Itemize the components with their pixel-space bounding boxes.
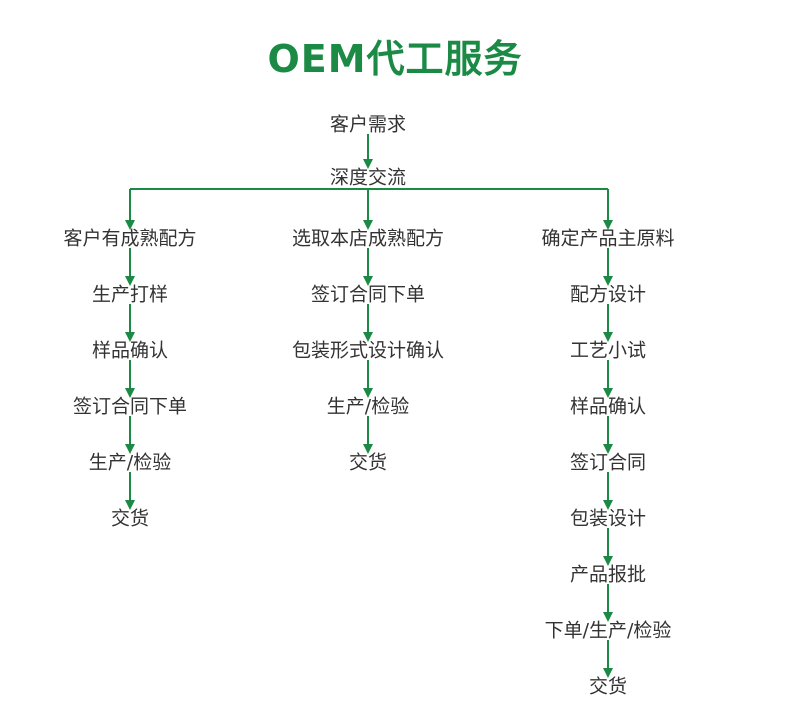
branch-1-step-4: 签订合同下单 [72, 395, 188, 418]
branch-3-step-3: 工艺小试 [569, 339, 647, 362]
branch-3-step-4: 样品确认 [569, 395, 647, 418]
branch-3-step-5: 签订合同 [569, 451, 647, 474]
branch-1-step-6: 交货 [110, 507, 150, 530]
branch-3-step-2: 配方设计 [569, 283, 647, 306]
branch-2-step-1: 选取本店成熟配方 [291, 227, 445, 250]
root-step-1: 客户需求 [329, 113, 407, 136]
branch-2-step-3: 包装形式设计确认 [291, 339, 445, 362]
branch-1-step-1: 客户有成熟配方 [63, 227, 197, 250]
page-title: OEM代工服务 [267, 37, 523, 81]
branch-1-step-5: 生产/检验 [88, 451, 172, 474]
branch-1-step-3: 样品确认 [91, 339, 169, 362]
branch-3-step-9: 交货 [588, 675, 628, 698]
branch-3-step-7: 产品报批 [569, 563, 647, 586]
branch-3-step-8: 下单/生产/检验 [544, 619, 672, 642]
branch-1-step-2: 生产打样 [91, 283, 169, 306]
branch-2-step-4: 生产/检验 [326, 395, 410, 418]
root-step-2: 深度交流 [329, 166, 407, 189]
branch-2-step-5: 交货 [348, 451, 388, 474]
branch-3-step-6: 包装设计 [569, 507, 647, 530]
branch-3-step-1: 确定产品主原料 [541, 227, 675, 250]
branch-2-step-2: 签订合同下单 [310, 283, 426, 306]
